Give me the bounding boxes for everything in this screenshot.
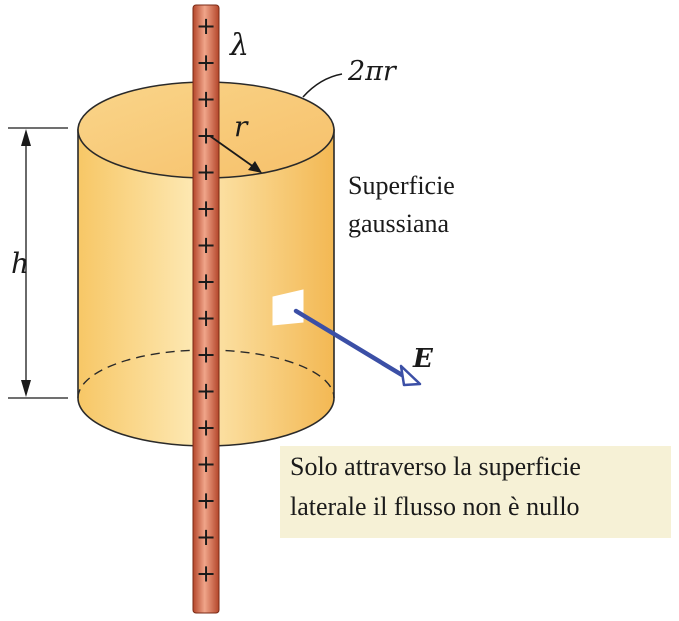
height-arrow-down [21,380,31,397]
radius-label: r [234,110,249,143]
surface-element-patch [272,289,304,326]
radius-arrow [209,135,259,171]
charge-plus-sign: + [196,231,216,259]
charge-plus-sign: + [196,450,216,478]
circumference-leader [302,73,343,98]
charge-plus-sign: + [196,12,216,40]
caption-box [280,446,671,538]
circumference-label: 2πr [347,56,398,87]
charge-plus-sign: + [196,487,216,515]
charge-plus-sign: + [196,49,216,77]
cylinder-bottom-rim-hidden [77,349,335,399]
charge-signs: + + + + + + + + + + + + + + + + [196,12,216,588]
charge-plus-sign: + [196,85,216,113]
field-vector-arrowhead [399,364,422,387]
field-vector-line [293,308,405,378]
height-arrow-up [21,129,31,146]
height-label: h [11,247,29,280]
charge-plus-sign: + [196,304,216,332]
caption-line-2: laterale il flusso non è nullo [290,492,580,521]
field-label: E [412,344,434,374]
gaussian-surface-label-line1: Superficie [348,171,455,200]
charge-plus-sign: + [196,414,216,442]
radius-arrowhead [248,161,262,173]
charge-plus-sign: + [196,195,216,223]
charge-plus-sign: + [196,523,216,551]
lambda-label: λ [229,28,249,63]
charge-plus-sign: + [196,158,216,186]
gaussian-surface-label-line2: gaussiana [348,209,450,238]
charge-plus-sign: + [196,341,216,369]
charge-plus-sign: + [196,560,216,588]
charge-plus-sign: + [196,377,216,405]
charged-rod [192,4,220,614]
caption-line-1: Solo attraverso la superficie [290,452,581,481]
charge-plus-sign: + [196,122,216,150]
charge-plus-sign: + [196,268,216,296]
